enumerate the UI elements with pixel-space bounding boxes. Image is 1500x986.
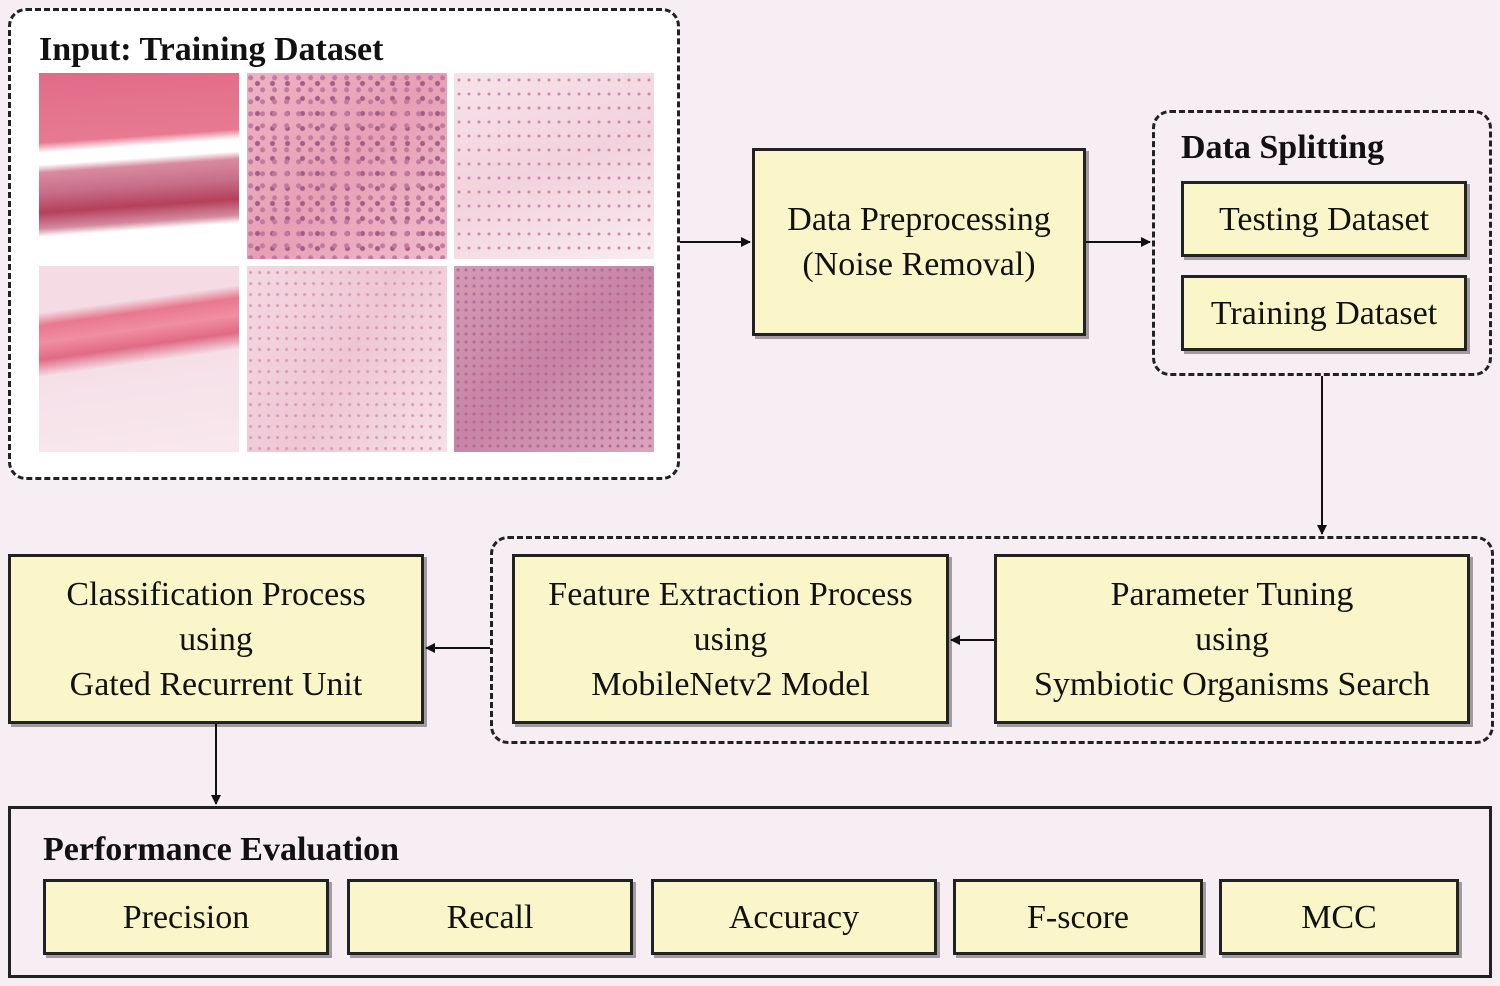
feature-extraction-line2: using xyxy=(693,620,768,658)
histology-image-6 xyxy=(454,266,654,452)
data-splitting-panel: Data Splitting Testing Dataset Training … xyxy=(1152,110,1492,376)
performance-evaluation-title: Performance Evaluation xyxy=(43,831,399,868)
data-splitting-title: Data Splitting xyxy=(1181,129,1385,166)
histology-image-5 xyxy=(247,266,447,452)
classification-line2: using xyxy=(179,620,253,658)
feature-extraction-line1: Feature Extraction Process xyxy=(548,575,913,613)
histology-image-3 xyxy=(454,73,654,259)
classification-box: Classification Process using Gated Recur… xyxy=(8,554,424,724)
metric-f-score: F-score xyxy=(953,879,1203,955)
classification-line1: Classification Process xyxy=(66,575,366,613)
classification-line3: Gated Recurrent Unit xyxy=(69,665,363,703)
metric-mcc: MCC xyxy=(1219,879,1459,955)
performance-evaluation-panel: Performance Evaluation Precision Recall … xyxy=(8,806,1492,978)
training-dataset-box: Training Dataset xyxy=(1181,275,1467,351)
data-preprocessing-subtitle: (Noise Removal) xyxy=(802,246,1036,283)
feature-extraction-line3: MobileNetv2 Model xyxy=(591,665,870,703)
input-dataset-title: Input: Training Dataset xyxy=(39,31,384,68)
parameter-tuning-box: Parameter Tuning using Symbiotic Organis… xyxy=(994,554,1470,724)
histology-image-2 xyxy=(247,73,447,259)
parameter-tuning-line2: using xyxy=(1195,620,1269,658)
parameter-tuning-line3: Symbiotic Organisms Search xyxy=(1034,665,1430,703)
parameter-tuning-line1: Parameter Tuning xyxy=(1110,575,1354,613)
metric-recall: Recall xyxy=(347,879,633,955)
feature-tuning-group xyxy=(490,536,1494,744)
histology-image-1 xyxy=(39,73,239,259)
metric-accuracy: Accuracy xyxy=(651,879,937,955)
histology-image-4 xyxy=(39,266,239,452)
metric-precision: Precision xyxy=(43,879,329,955)
data-preprocessing-box: Data Preprocessing (Noise Removal) xyxy=(752,148,1086,336)
testing-dataset-box: Testing Dataset xyxy=(1181,181,1467,257)
feature-extraction-box: Feature Extraction Process using MobileN… xyxy=(512,554,949,724)
input-dataset-panel: Input: Training Dataset xyxy=(8,8,680,480)
data-preprocessing-title: Data Preprocessing xyxy=(787,201,1051,238)
